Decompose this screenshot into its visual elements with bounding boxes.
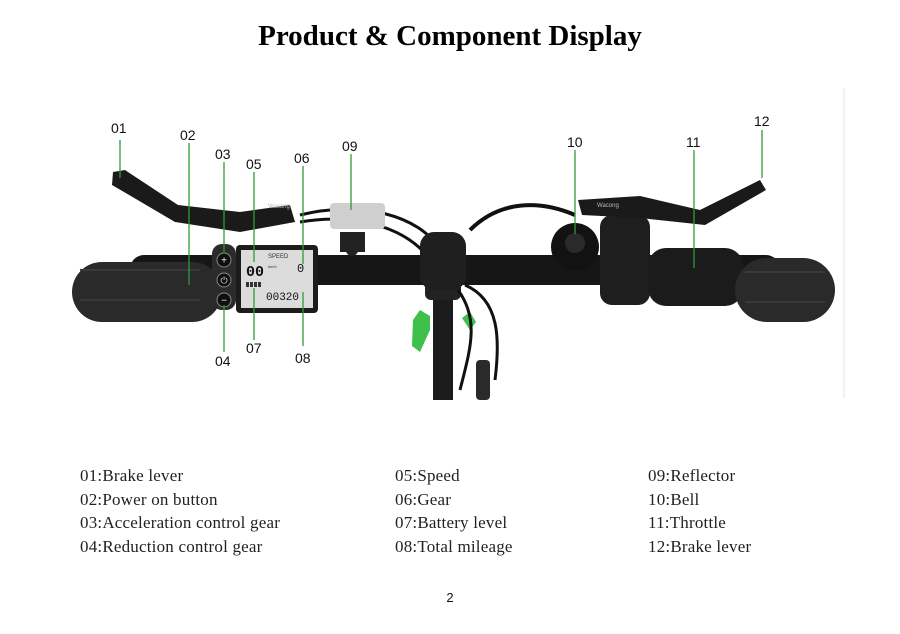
- handlebar-photo: Wacong + ⏻ − SPEED 00 km/h 0 00320 Wacon…: [72, 88, 845, 400]
- legend-item: 05:Speed: [395, 466, 460, 485]
- svg-text:+: +: [221, 256, 227, 267]
- center-clamp: [420, 232, 466, 290]
- lcd-gear-value: 0: [297, 262, 304, 276]
- right-grip: [735, 258, 835, 322]
- right-brand-logo: Wacong: [597, 203, 619, 209]
- lcd-screen: [241, 250, 313, 308]
- legend-item: 10:Bell: [648, 489, 700, 509]
- lcd-speed-unit: km/h: [268, 264, 277, 269]
- legend-item: 03:Acceleration control gear: [80, 513, 281, 533]
- legend-item: 02:Power on button: [80, 489, 218, 509]
- page-title: Product & Component Display: [258, 20, 642, 52]
- green-clamp-left: [412, 310, 430, 352]
- plus-button-icon: [216, 252, 232, 268]
- left-brake-lever: [112, 170, 295, 232]
- svg-text:⏻: ⏻: [220, 276, 227, 286]
- left-brand-logo: Wacong: [268, 204, 290, 210]
- lcd-speed-value: 00: [246, 264, 264, 281]
- fold-lever: [476, 360, 490, 400]
- callout-05: 05: [246, 156, 262, 172]
- page-number: 2: [446, 590, 454, 605]
- left-grip: [72, 262, 222, 322]
- reflector: [330, 203, 385, 229]
- legend-item: 12:Brake lever: [648, 536, 752, 556]
- callout-11: 11: [686, 134, 701, 150]
- callout-02: 02: [180, 127, 196, 143]
- callout-12: 12: [754, 113, 770, 129]
- lcd-battery-bars: [246, 282, 261, 287]
- callout-10: 10: [567, 134, 583, 150]
- callout-06: 06: [294, 150, 310, 166]
- legend-column-3: 09:Reflector 10:Bell 11:Throttle 12:Brak…: [648, 464, 751, 558]
- legend-column-1: 01:Brake lever 02:Power on button 03:Acc…: [80, 464, 280, 558]
- callout-09: 09: [342, 138, 358, 154]
- lcd-mileage-value: 00320: [266, 292, 299, 304]
- callout-08: 08: [295, 350, 311, 366]
- callout-03: 03: [215, 146, 231, 162]
- callout-07: 07: [246, 340, 262, 356]
- legend-item: 06:Gear: [395, 489, 452, 509]
- callout-01: 01: [111, 120, 127, 136]
- legend-item: 01:Brake lever: [80, 466, 184, 485]
- legend-item: 11:Throttle: [648, 513, 727, 533]
- legend-item: 09:Reflector: [648, 466, 736, 485]
- right-brake-lever: [578, 180, 766, 225]
- legend-item: 08:Total mileage: [395, 536, 513, 556]
- legend-item: 07:Battery level: [395, 513, 508, 533]
- callout-04: 04: [215, 353, 231, 369]
- callout-lines: [119, 130, 763, 352]
- stem-post: [433, 290, 453, 400]
- legend-item: 04:Reduction control gear: [80, 536, 263, 556]
- legend-column-2: 05:Speed 06:Gear 07:Battery level 08:Tot…: [395, 464, 513, 558]
- svg-text:−: −: [221, 296, 227, 307]
- right-brake-mount: [600, 215, 650, 305]
- throttle-grip: [648, 248, 743, 306]
- power-button-icon: [216, 272, 232, 288]
- lcd-speed-label: SPEED: [268, 254, 289, 260]
